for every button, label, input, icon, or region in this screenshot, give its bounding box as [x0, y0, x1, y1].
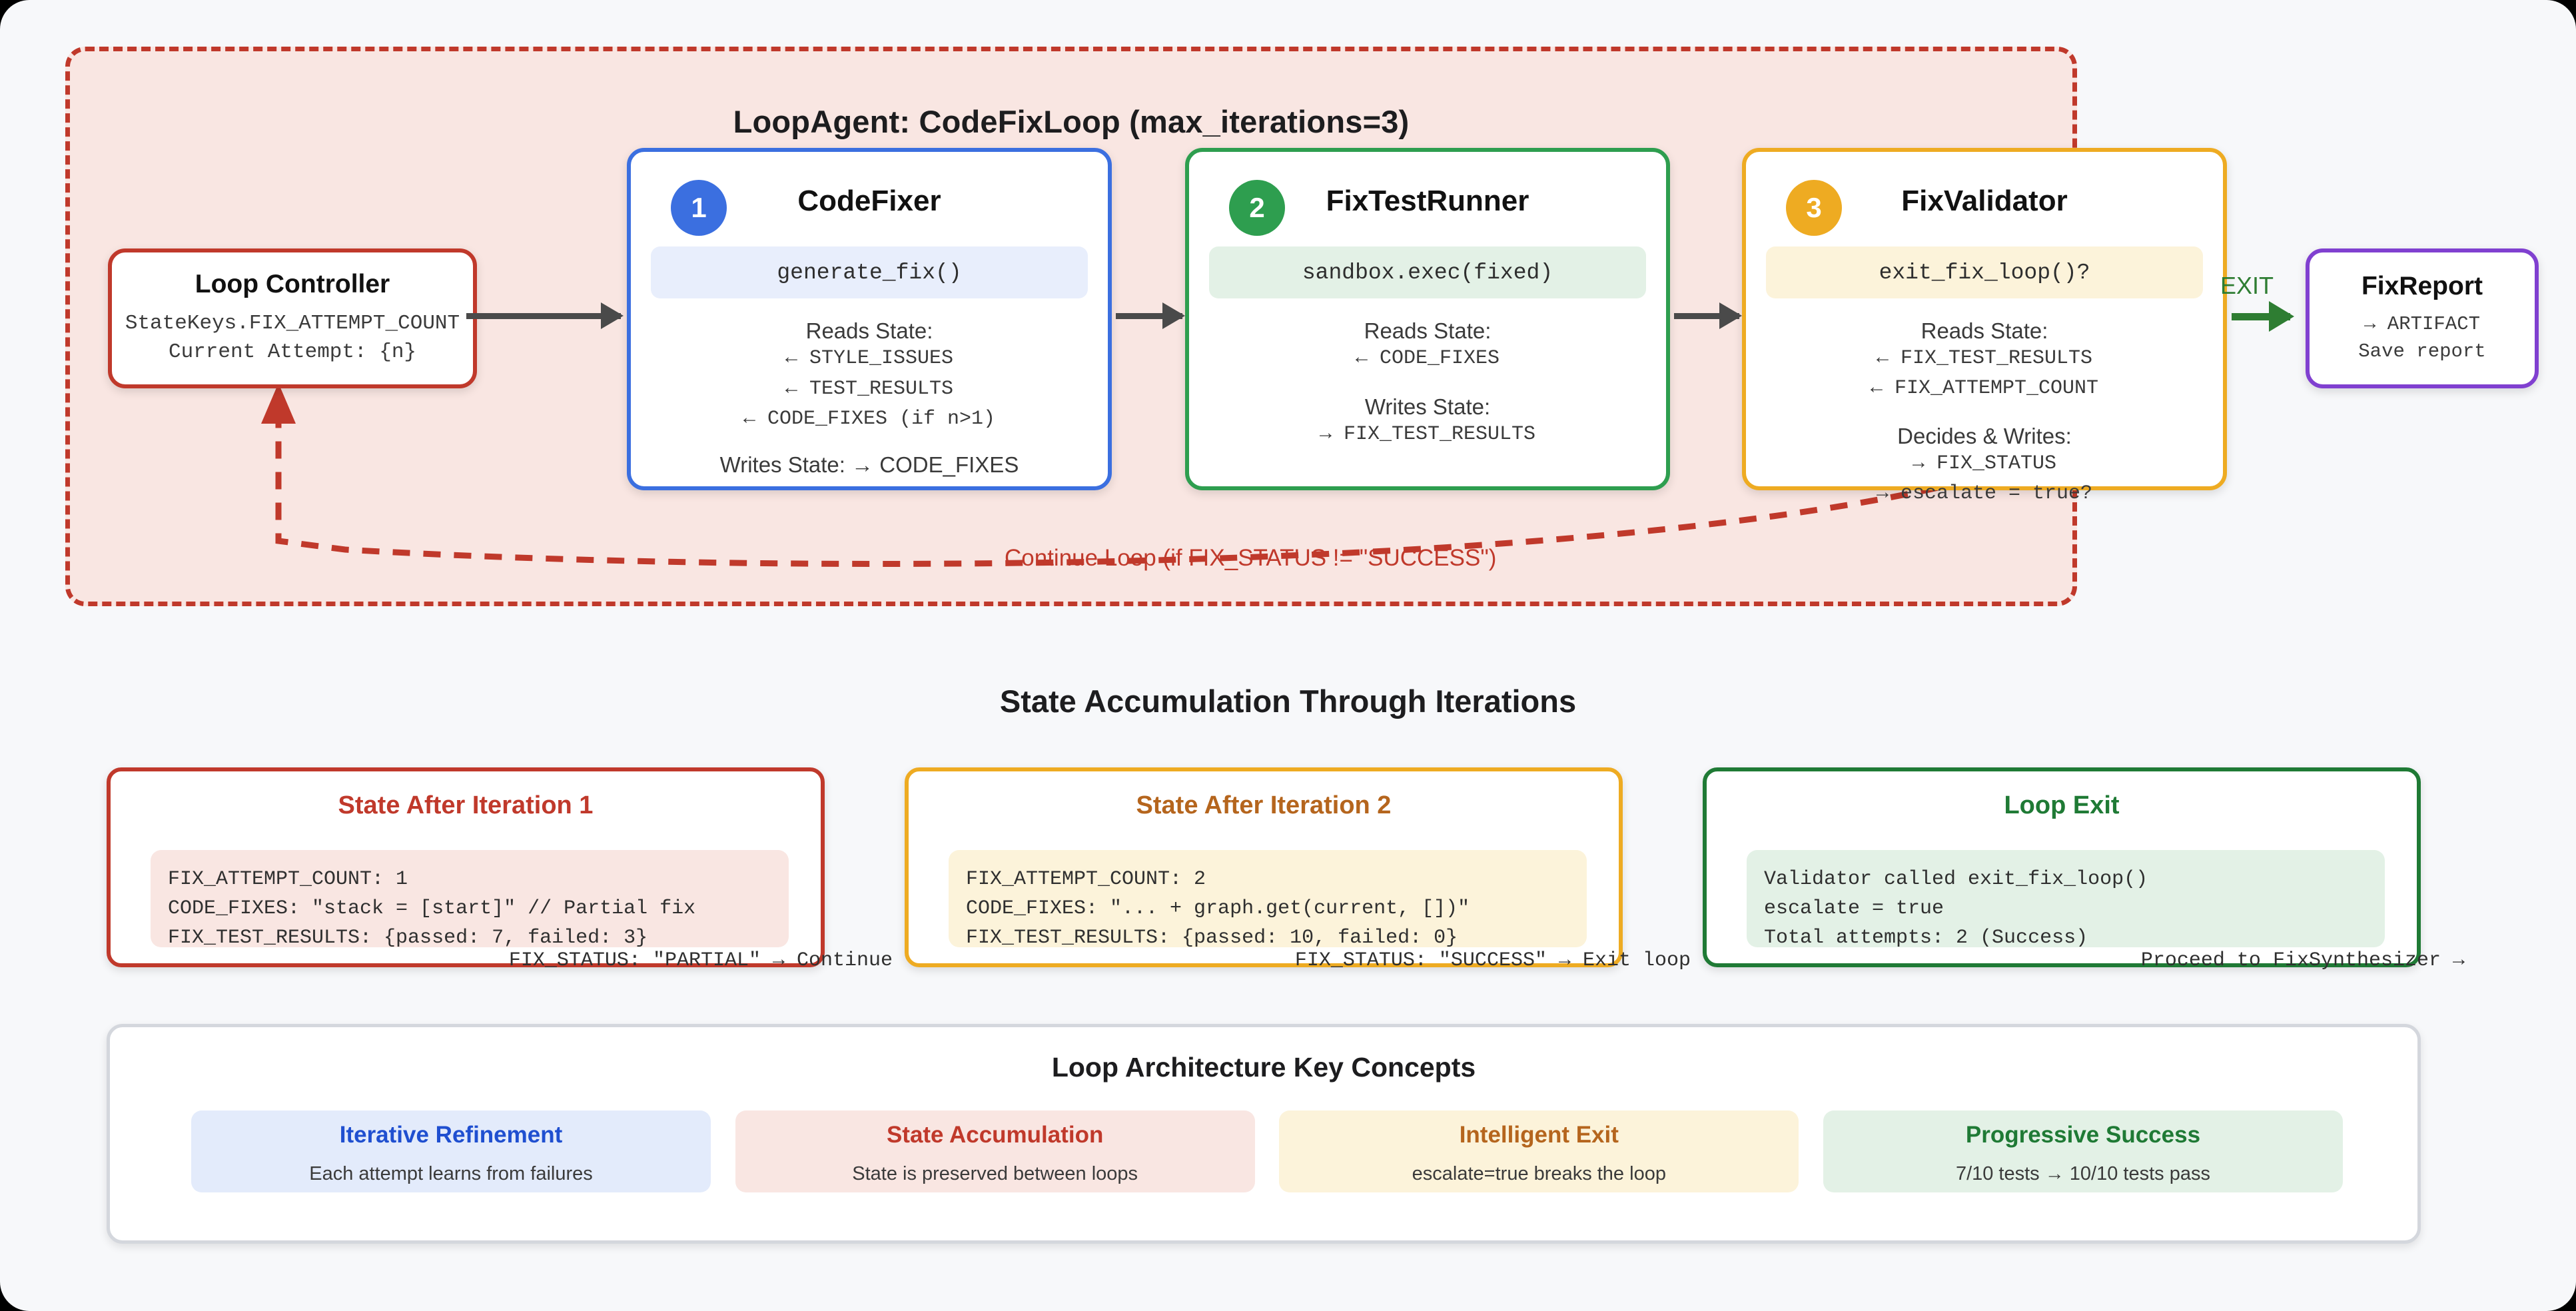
state-footer-text: FIX_STATUS: "PARTIAL" → Continue — [508, 949, 893, 972]
arrow-codefixer-to-fixtestrunner — [1116, 302, 1185, 329]
state-card-iteration-2[interactable]: State After Iteration 2 FIX_ATTEMPT_COUN… — [905, 767, 1691, 972]
writes-state-value-1: → CODE_FIXES — [851, 452, 1019, 477]
state-card-title: State After Iteration 1 — [338, 791, 594, 819]
state-line: CODE_FIXES: "... + graph.get(current, []… — [966, 897, 1470, 921]
step-badge-2: 2 — [1229, 180, 1285, 236]
key-concepts-row: Iterative Refinement Each attempt learns… — [191, 1110, 2343, 1192]
concept-card-progressive-success[interactable]: Progressive Success 7/10 tests → 10/10 t… — [1823, 1110, 2343, 1192]
state-line: FIX_TEST_RESULTS: {passed: 7, failed: 3} — [168, 927, 648, 950]
state-line: Total attempts: 2 (Success) — [1764, 927, 2088, 950]
arrow-fixtestrunner-to-fixvalidator — [1674, 302, 1742, 329]
decides-writes-label-3: Decides & Writes: — [1897, 424, 2072, 448]
concept-desc: 7/10 tests → 10/10 tests pass — [1955, 1163, 2210, 1184]
state-footer-text: FIX_STATUS: "SUCCESS" → Exit loop — [1294, 949, 1691, 972]
fixreport-save: Save report — [2358, 340, 2486, 362]
concept-desc: State is preserved between loops — [852, 1163, 1138, 1184]
writes-state-item: → escalate = true? — [1876, 482, 2093, 505]
writes-state-item: → FIX_TEST_RESULTS — [1319, 422, 1536, 446]
reads-state-item: ← FIX_TEST_RESULTS — [1876, 347, 2093, 370]
writes-state-label-2: Writes State: — [1364, 394, 1491, 419]
writes-state-label-1: Writes State: — [719, 452, 852, 477]
state-line: FIX_ATTEMPT_COUNT: 2 — [966, 868, 1206, 891]
state-line: CODE_FIXES: "stack = [start]" // Partial… — [168, 897, 696, 921]
agent-name-codefixer: CodeFixer — [797, 185, 941, 217]
loop-controller-card[interactable]: Loop Controller StateKeys.FIX_ATTEMPT_CO… — [108, 248, 477, 388]
agent-name-fixtestrunner: FixTestRunner — [1326, 185, 1529, 217]
agent-card-fixtestrunner[interactable]: 2 FixTestRunner sandbox.exec(fixed) Read… — [1185, 148, 1670, 490]
state-card-title: State After Iteration 2 — [1136, 791, 1392, 819]
reads-state-item: ← TEST_RESULTS — [785, 377, 954, 400]
reads-state-item: ← FIX_ATTEMPT_COUNT — [1870, 377, 2099, 400]
state-card-body: FIX_ATTEMPT_COUNT: 2 CODE_FIXES: "... + … — [949, 850, 1587, 949]
agent-code-chip-codefixer: generate_fix() — [651, 246, 1088, 298]
agent-header: 3 FixValidator — [1766, 173, 2203, 242]
concept-card-intelligent-exit[interactable]: Intelligent Exit escalate=true breaks th… — [1279, 1110, 1799, 1192]
arrow-controller-to-codefixer — [466, 302, 624, 329]
state-card-footer: FIX_STATUS: "SUCCESS" → Exit loop — [909, 949, 1691, 972]
state-line: FIX_ATTEMPT_COUNT: 1 — [168, 868, 408, 891]
agent-card-codefixer[interactable]: 1 CodeFixer generate_fix() Reads State: … — [627, 148, 1112, 490]
concept-title: Iterative Refinement — [339, 1122, 563, 1148]
agent-header: 2 FixTestRunner — [1209, 173, 1646, 242]
state-accumulation-heading: State Accumulation Through Iterations — [999, 683, 1577, 719]
reads-state-item: ← CODE_FIXES (if n>1) — [743, 408, 996, 431]
concept-title: Intelligent Exit — [1459, 1122, 1619, 1148]
state-card-footer: Proceed to FixSynthesizer → — [1707, 949, 2465, 972]
loop-controller-title: Loop Controller — [195, 270, 390, 299]
key-concepts-heading: Loop Architecture Key Concepts — [1051, 1052, 1476, 1083]
state-footer-text: Proceed to FixSynthesizer → — [2140, 949, 2465, 972]
state-card-loop-exit[interactable]: Loop Exit Validator called exit_fix_loop… — [1703, 767, 2465, 972]
state-line: escalate = true — [1764, 897, 1944, 921]
state-line: Validator called exit_fix_loop() — [1764, 868, 2148, 891]
loop-agent-title: LoopAgent: CodeFixLoop (max_iterations=3… — [733, 104, 1410, 139]
reads-state-item: ← CODE_FIXES — [1355, 347, 1500, 370]
concept-card-iterative-refinement[interactable]: Iterative Refinement Each attempt learns… — [191, 1110, 711, 1192]
agent-name-fixvalidator: FixValidator — [1901, 185, 2068, 217]
state-card-body: FIX_ATTEMPT_COUNT: 1 CODE_FIXES: "stack … — [151, 850, 789, 949]
loop-controller-attempt: Current Attempt: {n} — [168, 340, 417, 364]
agent-code-chip-fixtestrunner: sandbox.exec(fixed) — [1209, 246, 1646, 298]
writes-state-inline-1: Writes State: → CODE_FIXES — [651, 452, 1088, 478]
key-concepts-panel: Loop Architecture Key Concepts Iterative… — [107, 1024, 2421, 1244]
fixreport-card[interactable]: FixReport → ARTIFACT Save report — [2306, 248, 2539, 388]
fixreport-title: FixReport — [2361, 271, 2483, 300]
agent-header: 1 CodeFixer — [651, 173, 1088, 242]
reads-state-label-2: Reads State: — [1364, 318, 1492, 343]
concept-title: State Accumulation — [886, 1122, 1104, 1148]
state-card-footer: FIX_STATUS: "PARTIAL" → Continue — [111, 949, 893, 972]
writes-state-item: → FIX_STATUS — [1912, 452, 2057, 475]
state-card-title: Loop Exit — [2004, 791, 2120, 819]
agent-card-fixvalidator[interactable]: 3 FixValidator exit_fix_loop()? Reads St… — [1742, 148, 2227, 505]
continue-loop-label: Continue Loop (if FIX_STATUS != "SUCCESS… — [1005, 545, 1497, 571]
state-card-iteration-1[interactable]: State After Iteration 1 FIX_ATTEMPT_COUN… — [107, 767, 893, 972]
concept-card-state-accumulation[interactable]: State Accumulation State is preserved be… — [735, 1110, 1255, 1192]
step-badge-1: 1 — [671, 180, 727, 236]
concept-desc: escalate=true breaks the loop — [1412, 1163, 1666, 1184]
state-line: FIX_TEST_RESULTS: {passed: 10, failed: 0… — [966, 927, 1458, 950]
concept-title: Progressive Success — [1965, 1122, 2201, 1148]
reads-state-label-1: Reads State: — [805, 318, 933, 343]
fixreport-artifact: → ARTIFACT — [2363, 312, 2481, 335]
arrow-exit-to-fixreport — [2232, 301, 2294, 332]
exit-label: EXIT — [2220, 272, 2274, 299]
concept-desc: Each attempt learns from failures — [309, 1163, 593, 1184]
step-badge-3: 3 — [1786, 180, 1842, 236]
agent-code-chip-fixvalidator: exit_fix_loop()? — [1766, 246, 2203, 298]
loop-controller-statekey: StateKeys.FIX_ATTEMPT_COUNT — [125, 312, 460, 336]
reads-state-item: ← STYLE_ISSUES — [785, 347, 954, 370]
state-card-body: Validator called exit_fix_loop() escalat… — [1747, 850, 2385, 949]
reads-state-label-3: Reads State: — [1921, 318, 2048, 343]
